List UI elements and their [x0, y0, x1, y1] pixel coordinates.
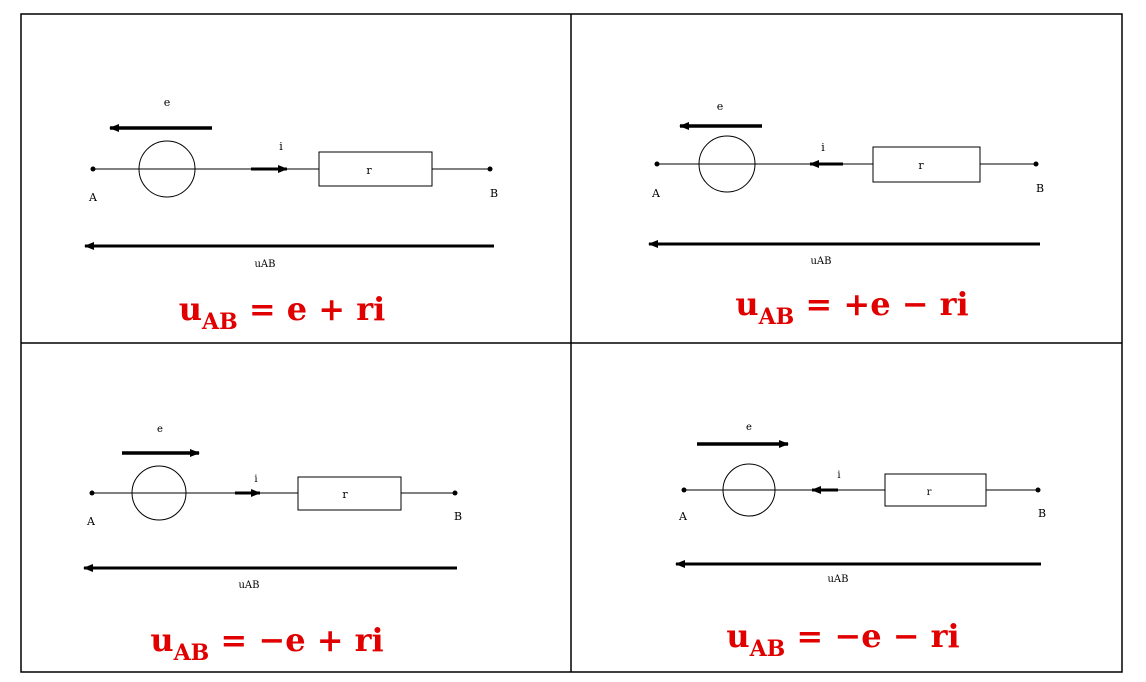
node-a-dot — [90, 166, 96, 172]
node-a-label: A — [651, 187, 661, 200]
formula-u: u — [735, 285, 758, 323]
node-a-dot — [89, 490, 95, 496]
current-label: i — [279, 140, 283, 153]
formula: uAB = +e − ri — [735, 285, 968, 330]
formula-sub: AB — [749, 636, 786, 662]
current-label: i — [254, 474, 257, 485]
voltage-source-symbol — [698, 135, 756, 193]
resistor-label: r — [927, 487, 932, 498]
node-a-dot — [654, 161, 660, 167]
voltage-source-symbol — [722, 463, 776, 517]
formula-u: u — [150, 621, 173, 659]
emf-label: e — [157, 424, 163, 435]
cell-3: r e i A B uAB uAB = −e + ri — [83, 424, 462, 666]
node-b-dot — [487, 166, 493, 172]
voltage-label: uAB — [254, 259, 275, 270]
emf-label: e — [746, 422, 752, 433]
voltage-label: uAB — [238, 580, 259, 591]
node-b-dot — [452, 490, 458, 496]
formula-sub: AB — [201, 309, 238, 335]
formula-sub: AB — [758, 304, 795, 330]
voltage-label: uAB — [810, 256, 831, 267]
node-a-dot — [681, 487, 687, 493]
node-b-dot — [1033, 161, 1039, 167]
emf-label: e — [164, 96, 171, 109]
node-a-label: A — [678, 510, 688, 523]
resistor-symbol — [872, 146, 981, 183]
cell-2: r e i A B uAB uAB = +e − ri — [648, 100, 1044, 330]
formula-rhs: = −e + ri — [209, 621, 383, 659]
formula-u: u — [179, 290, 202, 328]
formula-rhs: = e + ri — [238, 290, 386, 328]
resistor-symbol — [884, 473, 987, 507]
node-b-label: B — [1036, 182, 1044, 195]
node-b-label: B — [1038, 507, 1046, 520]
resistor-symbol — [297, 476, 402, 511]
cell-4: r e i A B uAB uAB = −e − ri — [675, 422, 1046, 662]
cell-1: r e i A B uAB uAB = e + ri — [84, 96, 498, 335]
node-b-label: B — [454, 510, 462, 523]
formula: uAB = −e + ri — [150, 621, 383, 666]
resistor-label: r — [366, 164, 372, 177]
current-label: i — [821, 141, 825, 154]
node-b-label: B — [490, 187, 498, 200]
voltage-source-symbol — [131, 465, 187, 521]
formula: uAB = −e − ri — [726, 617, 959, 662]
node-a-label: A — [86, 515, 96, 528]
current-label: i — [837, 470, 840, 481]
node-a-label: A — [88, 191, 98, 204]
formula-rhs: = +e − ri — [794, 285, 968, 323]
node-b-dot — [1035, 487, 1041, 493]
resistor-symbol — [318, 151, 433, 187]
formula: uAB = e + ri — [179, 290, 386, 335]
formula-u: u — [726, 617, 749, 655]
resistor-label: r — [342, 488, 348, 501]
voltage-source-symbol — [138, 140, 196, 198]
emf-label: e — [717, 100, 724, 113]
resistor-label: r — [918, 159, 924, 172]
formula-rhs: = −e − ri — [785, 617, 959, 655]
voltage-label: uAB — [827, 574, 848, 585]
formula-sub: AB — [173, 640, 210, 666]
